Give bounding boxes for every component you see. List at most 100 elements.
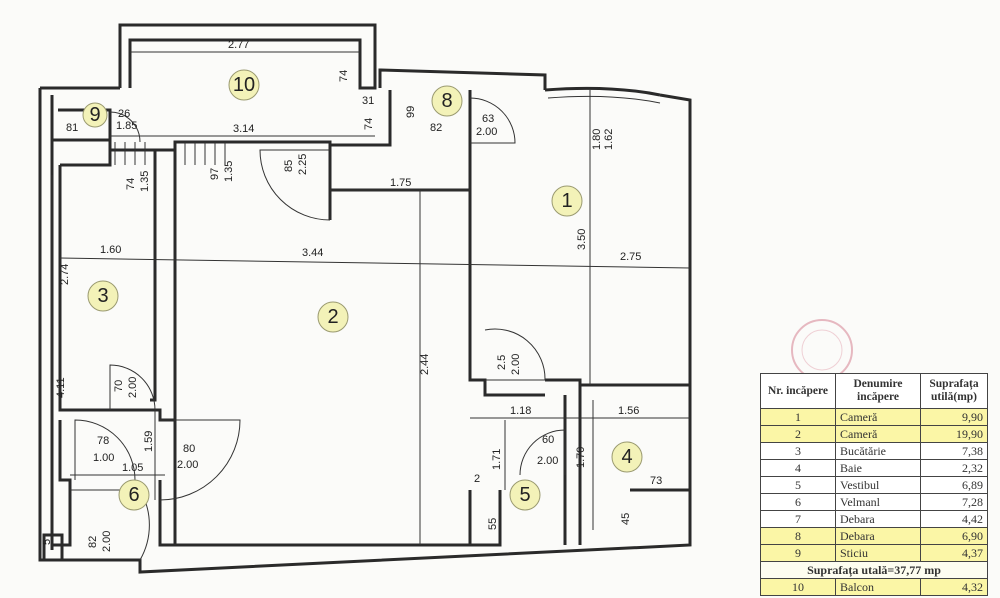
svg-text:3: 3 — [97, 285, 108, 307]
svg-text:2.00: 2.00 — [537, 455, 558, 467]
svg-text:2.00: 2.00 — [101, 531, 113, 552]
svg-text:74: 74 — [363, 118, 375, 130]
cell-nr: 5 — [760, 476, 836, 494]
cell-area: 6,89 — [920, 476, 988, 494]
svg-text:1.75: 1.75 — [390, 177, 411, 189]
cell-nr: 9 — [760, 544, 836, 562]
svg-text:1: 1 — [561, 190, 572, 212]
svg-text:1.35: 1.35 — [223, 161, 235, 182]
svg-text:1.71: 1.71 — [491, 449, 503, 470]
svg-text:2.00: 2.00 — [127, 377, 139, 398]
header-area: Suprafața utilă(mp) — [920, 373, 988, 409]
room-markers: 10 9 8 1 3 2 4 5 6 — [82, 69, 643, 511]
svg-text:2.25: 2.25 — [297, 154, 309, 175]
svg-text:1.35: 1.35 — [139, 171, 151, 192]
cell-area: 7,28 — [920, 493, 988, 511]
svg-text:9: 9 — [89, 104, 100, 126]
svg-text:2.75: 2.75 — [620, 251, 641, 263]
svg-text:2.44: 2.44 — [419, 354, 431, 375]
svg-text:2.00: 2.00 — [177, 459, 198, 471]
svg-text:1.56: 1.56 — [618, 405, 639, 417]
svg-text:8: 8 — [441, 90, 452, 112]
cell-name: Debara — [835, 527, 921, 545]
total-area: Suprafața utală=37,77 mp — [760, 561, 988, 579]
svg-text:2: 2 — [327, 306, 338, 328]
svg-text:82: 82 — [430, 122, 442, 134]
svg-text:3.14: 3.14 — [233, 123, 254, 135]
room-marker-1: 1 — [551, 185, 583, 217]
cell-nr: 10 — [760, 578, 836, 596]
cell-area: 6,90 — [920, 527, 988, 545]
svg-text:70: 70 — [113, 380, 125, 392]
svg-text:63: 63 — [482, 113, 494, 125]
svg-text:99: 99 — [405, 106, 417, 118]
cell-area: 9,90 — [920, 408, 988, 426]
svg-text:3.44: 3.44 — [302, 247, 323, 259]
svg-text:2.00: 2.00 — [510, 354, 522, 375]
svg-text:1.18: 1.18 — [510, 405, 531, 417]
svg-text:2.5: 2.5 — [496, 355, 508, 370]
svg-text:1.59: 1.59 — [143, 431, 155, 452]
cell-nr: 6 — [760, 493, 836, 511]
svg-text:5: 5 — [41, 539, 53, 545]
cell-area: 4,42 — [920, 510, 988, 528]
svg-text:82: 82 — [87, 536, 99, 548]
svg-text:78: 78 — [97, 435, 109, 447]
room-marker-6: 6 — [118, 479, 150, 511]
svg-text:1.70: 1.70 — [575, 447, 587, 468]
room-marker-2: 2 — [317, 301, 349, 333]
stamp — [791, 319, 853, 381]
cell-name: Cameră — [835, 408, 921, 426]
svg-text:45: 45 — [620, 513, 632, 525]
cell-area: 2,32 — [920, 459, 988, 477]
svg-text:2: 2 — [474, 473, 480, 485]
svg-text:97: 97 — [209, 168, 221, 180]
cell-name: Baie — [835, 459, 921, 477]
svg-text:4.11: 4.11 — [55, 377, 67, 398]
svg-text:2.00: 2.00 — [476, 126, 497, 138]
svg-text:1.05: 1.05 — [122, 462, 143, 474]
svg-text:55: 55 — [487, 518, 499, 530]
cell-area: 19,90 — [920, 425, 988, 443]
svg-text:81: 81 — [66, 122, 78, 134]
svg-text:1.00: 1.00 — [93, 452, 114, 464]
svg-text:1.80: 1.80 — [591, 129, 603, 150]
cell-name: Velmanl — [835, 493, 921, 511]
svg-text:6: 6 — [128, 484, 139, 506]
svg-text:5: 5 — [519, 484, 530, 506]
svg-text:31: 31 — [362, 95, 374, 107]
dimension-lines — [51, 51, 691, 545]
svg-text:3.50: 3.50 — [576, 229, 588, 250]
cell-name: Sticiu — [835, 544, 921, 562]
room-marker-8: 8 — [431, 85, 463, 117]
svg-text:1.85: 1.85 — [116, 120, 137, 132]
room-marker-10: 10 — [228, 69, 260, 101]
table-header-row: Nr. incăpere Denumire incăpere Suprafața… — [760, 373, 988, 409]
cell-name: Balcon — [835, 578, 921, 596]
room-marker-9: 9 — [82, 102, 108, 128]
cell-nr: 1 — [760, 408, 836, 426]
svg-text:2.77: 2.77 — [228, 39, 249, 51]
total-row: Suprafața utală=37,77 mp — [760, 561, 988, 579]
cell-nr: 7 — [760, 510, 836, 528]
svg-text:74: 74 — [125, 178, 137, 190]
room-marker-5: 5 — [509, 479, 541, 511]
svg-text:4: 4 — [621, 446, 632, 468]
svg-text:1.62: 1.62 — [603, 129, 615, 150]
cell-area: 7,38 — [920, 442, 988, 460]
svg-text:26: 26 — [118, 108, 130, 120]
cell-area: 4,37 — [920, 544, 988, 562]
svg-text:80: 80 — [183, 443, 195, 455]
cell-name: Vestibul — [835, 476, 921, 494]
room-area-table: Nr. incăpere Denumire incăpere Suprafața… — [760, 373, 988, 596]
room-marker-3: 3 — [87, 280, 119, 312]
